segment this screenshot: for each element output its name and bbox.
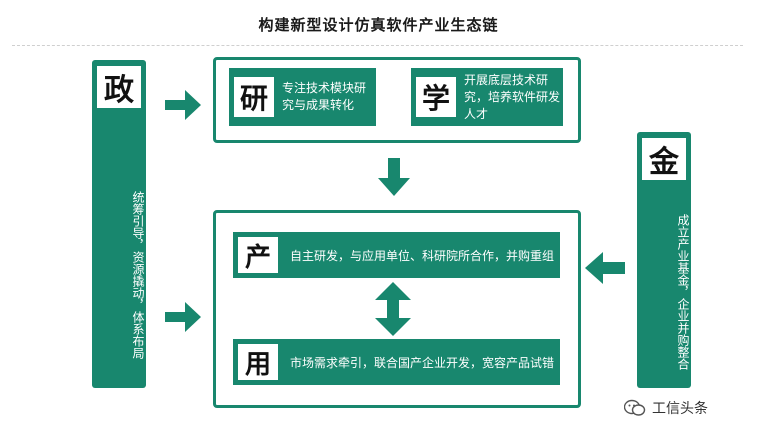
study-box: 学 开展底层技术研究，培养软件研发人才	[411, 68, 563, 126]
pillar-finance: 金 成立产业基金，企业并购整合	[637, 132, 691, 388]
research-text: 专注技术模块研究与成果转化	[282, 81, 367, 112]
diagram-title: 构建新型设计仿真软件产业生态链	[258, 16, 499, 34]
industry-box: 产 自主研发，与应用单位、科研院所合作，并购重组	[233, 232, 560, 278]
application-char: 用	[238, 344, 278, 380]
study-char: 学	[416, 77, 456, 117]
pillar-government: 政 统筹引导，资源撬动，体系布局	[92, 60, 146, 388]
industry-char: 产	[238, 237, 278, 273]
arrow-right-to-industry-icon	[165, 302, 201, 332]
application-box: 用 市场需求牵引，联合国产企业开发，宽容产品试错	[233, 339, 560, 385]
arrow-left-from-finance-icon	[585, 252, 625, 284]
finance-text: 成立产业基金，企业并购整合	[676, 214, 690, 370]
research-box: 研 专注技术模块研究与成果转化	[229, 68, 376, 126]
research-char: 研	[234, 77, 274, 117]
arrow-bidirectional-icon	[375, 282, 411, 336]
government-text: 统筹引导，资源撬动，体系布局	[131, 191, 145, 359]
study-text: 开展底层技术研究，培养软件研发人才	[464, 72, 561, 121]
application-text: 市场需求牵引，联合国产企业开发，宽容产品试错	[290, 355, 555, 370]
watermark: 工信头条	[624, 398, 708, 418]
government-char: 政	[97, 66, 141, 108]
arrow-right-to-research-icon	[165, 90, 201, 120]
industry-text: 自主研发，与应用单位、科研院所合作，并购重组	[290, 248, 555, 263]
finance-char: 金	[642, 138, 686, 180]
watermark-text: 工信头条	[652, 401, 708, 417]
title-divider	[12, 45, 743, 46]
wechat-icon	[624, 399, 646, 416]
arrow-down-icon	[378, 158, 410, 196]
